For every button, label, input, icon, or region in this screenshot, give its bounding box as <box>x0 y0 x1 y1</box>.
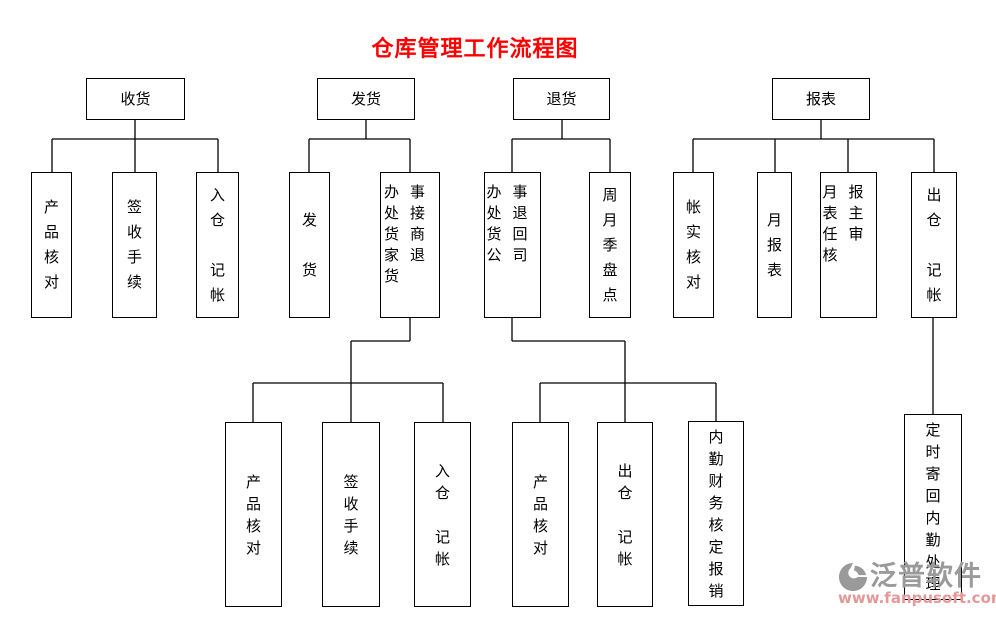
node-reports: 报表 <box>772 78 870 120</box>
fanpu-logo-icon <box>838 562 868 592</box>
watermark: 泛普软件 www.fanpusoft.com <box>838 561 996 608</box>
node-shipping-inbound-entry: 入 仓 记 帐 <box>414 422 471 607</box>
node-shipping-product-check: 产 品 核 对 <box>225 422 282 607</box>
node-receiving-sign-procedure: 签 收 手 续 <box>112 172 157 318</box>
node-returns-backoffice-finance: 内 勤 财 务 核 定 报 销 <box>688 421 744 606</box>
node-receiving-inbound-entry: 入 仓 记 帐 <box>196 172 239 318</box>
diagram-title: 仓库管理工作流程图 <box>371 37 579 62</box>
node-receiving: 收货 <box>86 78 185 120</box>
watermark-brand: 泛普软件 <box>870 561 982 592</box>
node-returns-outbound-entry: 出 仓 记 帐 <box>597 422 653 607</box>
node-returns-office-return-company: 办事 处退 货回 公司 <box>484 172 541 318</box>
node-shipping-office-receive-returns: 办事 处接 货商 家退 货 <box>380 172 440 318</box>
node-returns-product-check: 产 品 核 对 <box>512 422 569 607</box>
node-reports-director-review: 月报 表主 任审 核 <box>820 172 877 318</box>
watermark-website: www.fanpusoft.com <box>838 589 996 607</box>
node-reports-outbound-entry: 出 仓 记 帐 <box>911 172 957 318</box>
node-shipping-ship-goods: 发 货 <box>289 172 330 318</box>
node-reports-monthly-report: 月 报 表 <box>757 172 792 318</box>
node-returns: 退货 <box>513 78 610 120</box>
node-reports-account-check: 帐 实 核 对 <box>673 172 714 318</box>
node-reports-mail-back: 定 时 寄 回 内 勤 处 理 <box>904 414 962 600</box>
node-shipping: 发货 <box>317 78 415 120</box>
node-returns-periodic-stocktake: 周 月 季 盘 点 <box>589 172 631 318</box>
node-shipping-sign-procedure: 签 收 手 续 <box>322 422 380 607</box>
node-receiving-product-check: 产 品 核 对 <box>31 172 72 318</box>
